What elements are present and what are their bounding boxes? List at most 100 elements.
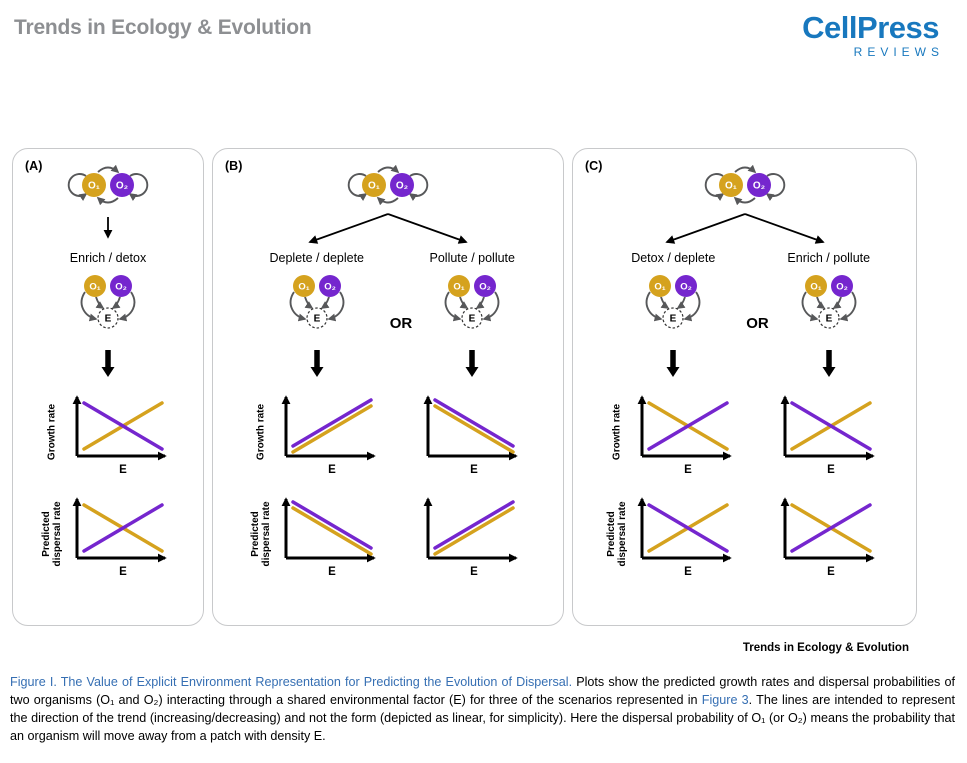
- o2-label: O₂: [116, 181, 128, 192]
- o1-to-o2-arrow: [733, 164, 756, 174]
- x-axis-label: E: [328, 566, 336, 578]
- mini-chart-svg: E: [780, 395, 875, 476]
- interaction-motif-svg: O₁ O₂: [704, 164, 785, 206]
- environment-motif-svg: O₁ O₂ E: [80, 275, 136, 329]
- o2-circle: [390, 173, 414, 197]
- o1-to-e-outer-arrow: [80, 291, 98, 322]
- dispersal-y-axis-label: Predicted dispersal rate: [40, 501, 63, 567]
- dispersal-chart-block: Predicted dispersal rate E: [604, 490, 742, 578]
- x-axis-label: E: [328, 464, 336, 476]
- dispersal-chart: E: [416, 490, 528, 578]
- o2-trend-line: [291, 398, 373, 448]
- mini-chart-svg: E: [637, 497, 733, 578]
- scenario-enrich-detox: Enrich / detox O₁ O₂ E Growth rate E Pre…: [37, 251, 179, 578]
- cellpress-wordmark: CellPress: [802, 12, 939, 43]
- o1-circle: [718, 173, 743, 197]
- scenario-title: Enrich / detox: [69, 251, 147, 265]
- scenario-deplete-deplete: Deplete / deplete O₁ O₂ E Growth rate E …: [246, 251, 388, 578]
- page-header: Trends in Ecology & Evolution CellPress …: [0, 0, 967, 58]
- scenario-enrich-pollute: Enrich / pollute O₁ O₂ E E E: [771, 251, 887, 578]
- panel-b-scenarios: Deplete / deplete O₁ O₂ E Growth rate E …: [246, 251, 531, 578]
- interaction-motif: O₁ O₂: [340, 161, 436, 209]
- o1-label: O₁: [298, 282, 309, 293]
- o1-to-o2-arrow: [97, 164, 120, 174]
- o2-to-o1-arrow: [96, 196, 119, 206]
- o2-to-e-outer-arrow: [327, 291, 345, 322]
- environment-motif-svg: O₁ O₂ E: [289, 275, 345, 329]
- caption-body-before-link: Plots show the predicted growth rates an…: [10, 675, 955, 707]
- o2-label: O₂: [396, 181, 408, 192]
- o1-label: O₁: [368, 181, 380, 192]
- logo-cell: Cell: [802, 10, 858, 45]
- scenario-title: Detox / deplete: [631, 251, 716, 265]
- o2-to-e-outer-arrow: [839, 291, 857, 322]
- e-label: E: [105, 314, 112, 325]
- o2-label: O₂: [324, 282, 336, 293]
- dispersal-y-axis-label: Predicted dispersal rate: [606, 501, 629, 567]
- o2-to-e-inner-arrow: [320, 296, 330, 309]
- scenario-title: Deplete / deplete: [269, 251, 364, 265]
- mini-chart-svg: E: [281, 497, 376, 578]
- o2-circle: [110, 275, 132, 297]
- down-arrow-svg: [103, 217, 113, 239]
- panel-c-label: (C): [585, 159, 603, 173]
- branch-arrows-svg: [664, 213, 825, 244]
- o1-to-e-outer-arrow: [801, 291, 819, 322]
- o2-label: O₂: [836, 282, 848, 293]
- self-loop-o2-arrow: [408, 173, 429, 201]
- o2-to-e-inner-arrow: [832, 296, 842, 309]
- interaction-motif-svg: O₁ O₂: [67, 164, 149, 206]
- o2-trend-line: [647, 401, 729, 451]
- mini-chart-svg: E: [72, 395, 167, 476]
- branch-left-arrow: [664, 213, 745, 244]
- o1-circle: [448, 275, 471, 297]
- x-axis-label: E: [119, 566, 127, 578]
- environment-motif: O₁ O₂ E: [789, 272, 869, 338]
- o2-trend-line: [82, 503, 164, 553]
- self-loop-o1-arrow: [347, 173, 368, 201]
- figure-3-link[interactable]: Figure 3: [701, 692, 749, 707]
- o1-label: O₁: [88, 181, 100, 192]
- panel-a-label: (A): [25, 159, 43, 173]
- branch-arrows-svg: [308, 213, 468, 244]
- growth-chart-block: E: [416, 388, 528, 476]
- mini-chart-svg: E: [72, 497, 167, 578]
- e-label: E: [469, 314, 476, 325]
- mini-chart-svg: E: [423, 395, 519, 476]
- x-axis-label: E: [684, 464, 692, 476]
- growth-chart: E: [773, 388, 885, 476]
- growth-y-axis-label: Growth rate: [255, 403, 267, 461]
- o2-to-e-inner-arrow: [475, 296, 486, 309]
- o2-circle: [474, 275, 497, 297]
- o1-to-e-inner-arrow: [459, 296, 469, 309]
- o1-label: O₁: [454, 282, 465, 293]
- logo-reviews: REVIEWS: [853, 45, 944, 59]
- environment-motif-svg: O₁ O₂ E: [645, 275, 701, 329]
- logo-press: Press: [857, 10, 939, 45]
- o2-trend-line: [433, 500, 515, 550]
- self-loop-o1-arrow: [67, 173, 88, 201]
- o1-circle: [82, 173, 106, 197]
- growth-chart: E: [630, 388, 742, 476]
- self-loop-o2-arrow: [765, 173, 785, 201]
- figure-panels: (A) O₁ O₂ Enrich / detox O₁ O₂ E Growth …: [12, 148, 957, 626]
- o1-label: O₁: [89, 282, 100, 293]
- e-circle: [461, 307, 483, 329]
- dispersal-chart-block: Predicted dispersal rate E: [39, 490, 177, 578]
- o2-to-e-outer-arrow: [683, 291, 701, 322]
- x-axis-label: E: [827, 464, 835, 476]
- branch-arrows: [595, 211, 895, 249]
- o2-to-e-outer-arrow: [482, 291, 500, 322]
- mini-chart-svg: E: [780, 497, 875, 578]
- e-label: E: [825, 314, 832, 325]
- o2-to-o1-arrow: [376, 196, 399, 206]
- o1-circle: [649, 275, 672, 297]
- growth-chart: E: [65, 388, 177, 476]
- environment-motif-svg: O₁ O₂ E: [444, 275, 500, 329]
- x-axis-label: E: [684, 566, 692, 578]
- branch-right-arrow: [387, 213, 468, 244]
- o2-to-e-inner-arrow: [676, 296, 687, 309]
- branch-arrows: [238, 211, 538, 249]
- o1-trend-line: [291, 506, 373, 556]
- e-label: E: [670, 314, 677, 325]
